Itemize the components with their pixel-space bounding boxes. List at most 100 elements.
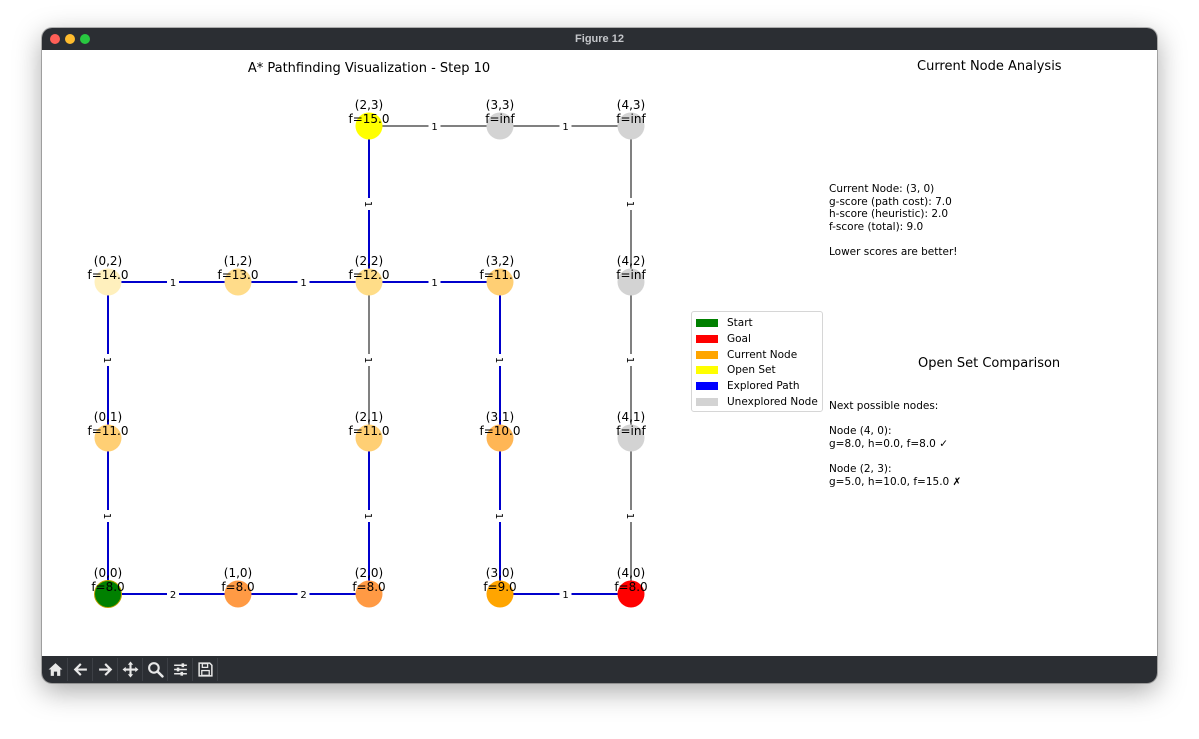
node-0-0 [94, 580, 122, 608]
edge-weight-label: 1 [431, 122, 437, 133]
plot-title: A* Pathfinding Visualization - Step 10 [248, 61, 490, 76]
edge-weight-background [559, 120, 572, 132]
node-coordinate-label: (2,2) [355, 254, 383, 268]
node-coordinate-label: (2,3) [355, 98, 383, 112]
node-2-1 [355, 424, 383, 452]
edge-weight-label: 1 [624, 357, 635, 363]
home-button[interactable] [44, 658, 68, 681]
node-4-0 [617, 580, 645, 608]
node-coordinate-label: (3,0) [486, 566, 514, 580]
zoom-magnifier-icon [148, 662, 164, 678]
node-coordinate-label: (4,3) [617, 98, 645, 112]
node-f-score-label: f=inf [616, 112, 646, 126]
node-coordinate-label: (3,3) [486, 98, 514, 112]
edge-weight-label: 2 [170, 590, 176, 601]
node-0-1 [94, 424, 122, 452]
forward-button[interactable] [94, 658, 118, 681]
title-bar: Figure 12 [42, 28, 1157, 50]
info-line: g-score (path cost): 7.0 [829, 195, 952, 208]
info-line [829, 233, 957, 246]
edge-weight-background [363, 510, 375, 522]
node-3-0 [486, 580, 514, 608]
info-line: Next possible nodes: [829, 400, 939, 412]
edge-weight-background [494, 510, 506, 522]
home-icon [48, 663, 63, 676]
save-floppy-icon [198, 662, 213, 677]
figure-window: Figure 12 A* Pathfinding Visualization -… [42, 28, 1157, 683]
legend-swatch [696, 334, 718, 343]
current-node-info: Current Node: (3, 0)g-score (path cost):… [829, 183, 957, 259]
edge-weight-label: 1 [101, 513, 112, 519]
save-button[interactable] [194, 658, 218, 681]
node-3-3 [486, 112, 514, 140]
node-0-2 [94, 268, 122, 296]
info-line: Node (2, 3): [829, 462, 892, 475]
edge-weight-label: 1 [300, 278, 306, 289]
edge-weight-label: 1 [362, 201, 373, 207]
info-line: g=8.0, h=0.0, f=8.0 ✓ [829, 437, 948, 450]
node-coordinate-label: (1,0) [224, 566, 252, 580]
close-window-button[interactable] [50, 34, 60, 44]
edge-weight-background [625, 354, 637, 366]
edge-weight-label: 1 [362, 513, 373, 519]
legend-label: Goal [727, 332, 751, 345]
info-line: Node (4, 0): [829, 425, 892, 438]
node-f-score-label: f=11.0 [88, 424, 129, 438]
legend-swatch [696, 350, 718, 359]
open-set-info: Next possible nodes: Node (4, 0):g=8.0, h… [829, 400, 961, 488]
back-button[interactable] [69, 658, 93, 681]
info-line: f-score (total): 9.0 [829, 220, 924, 233]
edge-weight-background [363, 198, 375, 210]
node-f-score-label: f=inf [616, 424, 646, 438]
edge-weight-background [559, 588, 572, 600]
edge-weight-background [102, 354, 114, 366]
legend-item-current-node: Current Node [696, 348, 797, 362]
node-f-score-label: f=10.0 [480, 424, 521, 438]
node-f-score-label: f=8.0 [352, 580, 385, 594]
current-node-analysis-title: Current Node Analysis [917, 59, 1062, 74]
info-line: h-score (heuristic): 2.0 [829, 208, 949, 221]
node-coordinate-label: (2,0) [355, 566, 383, 580]
legend-item-explored-path: Explored Path [696, 379, 799, 393]
edge-weight-background [363, 354, 375, 366]
pan-button[interactable] [119, 658, 143, 681]
edge-weight-label: 1 [362, 357, 373, 363]
node-4-3 [617, 112, 645, 140]
edge-weight-label: 1 [562, 122, 568, 133]
edge-weight-label: 1 [493, 513, 504, 519]
edge-weight-background [428, 276, 441, 288]
node-2-3 [355, 112, 383, 140]
edge-weight-background [625, 198, 637, 210]
edge-weight-label: 1 [624, 201, 635, 207]
node-2-2 [355, 268, 383, 296]
figure-canvas[interactable]: A* Pathfinding Visualization - Step 10 2… [42, 50, 1157, 656]
node-f-score-label: f=12.0 [349, 268, 390, 282]
window-title: Figure 12 [575, 33, 624, 45]
edge-weight-label: 1 [493, 357, 504, 363]
edge-weight-label: 1 [101, 357, 112, 363]
edge-weight-background [167, 588, 179, 600]
edge-weight-background [297, 276, 310, 288]
legend-item-unexplored-node: Unexplored Node [696, 395, 818, 409]
configure-subplots-button[interactable] [169, 658, 193, 681]
configure-sliders-icon [174, 663, 187, 676]
legend-swatch [696, 319, 718, 327]
edge-weight-background [297, 588, 310, 600]
navigation-toolbar [42, 656, 1157, 683]
node-f-score-label: f=inf [485, 112, 515, 126]
info-line: Lower scores are better! [829, 245, 958, 258]
minimize-window-button[interactable] [65, 34, 75, 44]
nodes-layer: (0,0)f=8.0(1,0)f=8.0(2,0)f=8.0(3,0)f=9.0… [88, 98, 648, 608]
node-coordinate-label: (4,1) [617, 410, 645, 424]
legend-label: Current Node [727, 348, 798, 361]
edge-weight-label: 2 [300, 590, 306, 601]
node-f-score-label: f=11.0 [480, 268, 521, 282]
node-f-score-label: f=11.0 [349, 424, 390, 438]
graph-plot: A* Pathfinding Visualization - Step 10 2… [88, 61, 648, 608]
info-line: Current Node: (3, 0) [829, 183, 935, 195]
node-2-0 [355, 580, 383, 608]
maximize-window-button[interactable] [80, 34, 90, 44]
zoom-button[interactable] [144, 658, 168, 681]
legend-item-goal: Goal [696, 332, 751, 346]
